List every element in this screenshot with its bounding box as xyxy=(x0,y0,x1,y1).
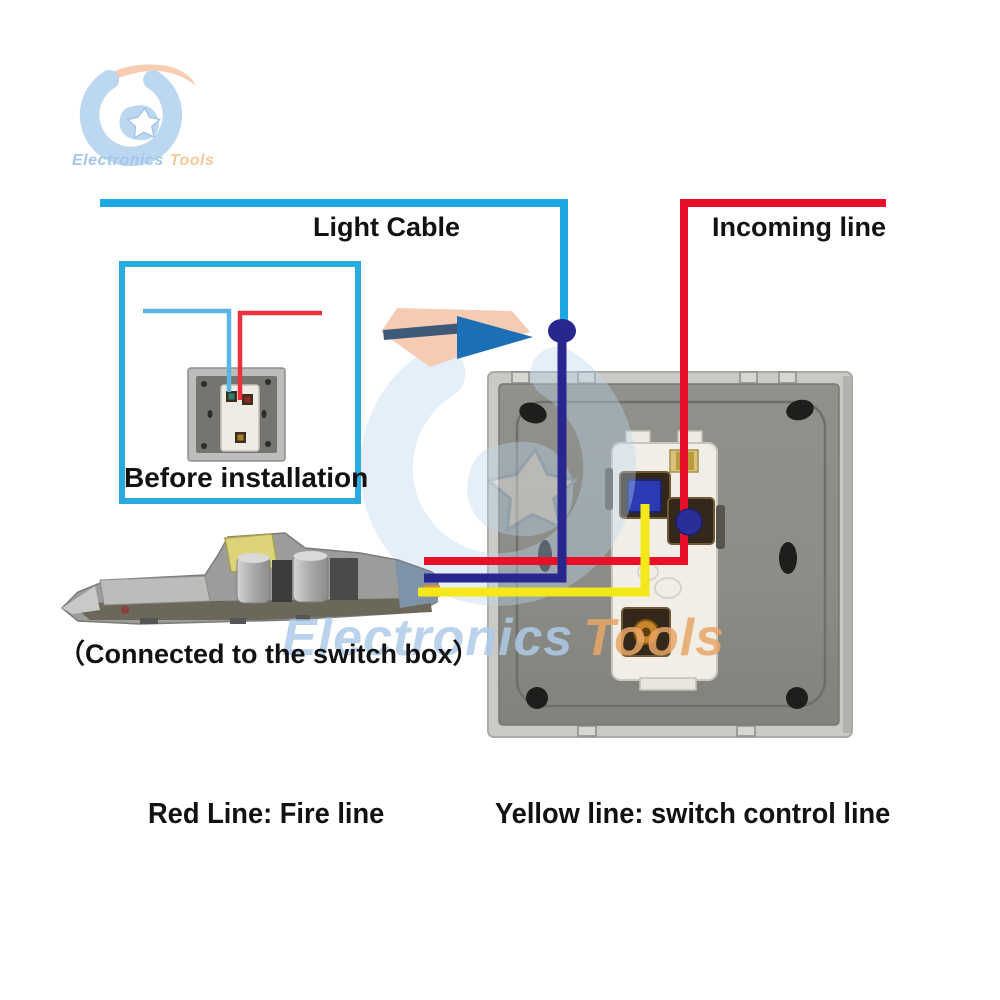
red-line-legend: Red Line: Fire line xyxy=(148,798,385,830)
before-installation-box xyxy=(119,261,361,504)
inbox-red-wire xyxy=(237,310,322,400)
neutral-navy-wire xyxy=(424,331,567,583)
watermark-tools: Tools xyxy=(583,609,726,667)
brand-logo-icon xyxy=(79,63,196,167)
right-arrow-icon xyxy=(381,308,533,367)
before-installation-label: Before installation xyxy=(124,462,369,493)
inbox-blue-wire xyxy=(143,308,232,392)
small-back-panel xyxy=(187,367,286,462)
logo-electronics: Electronics xyxy=(72,152,164,169)
light-cable-wire xyxy=(100,199,568,324)
watermark-electronics: Electronics xyxy=(282,609,574,667)
terminal-connection-dot xyxy=(675,508,703,536)
yellow-line-legend: Yellow line: switch control line xyxy=(495,798,891,830)
incoming-line-label: Incoming line xyxy=(712,212,887,242)
connected-switch-box-label: （Connected to the switch box） xyxy=(58,639,480,669)
incoming-fire-wire xyxy=(424,199,886,565)
brand-logo-text: Electronics Tools xyxy=(72,152,214,170)
logo-tools: Tools xyxy=(169,152,215,169)
main-wires xyxy=(100,199,886,597)
light-cable-label: Light Cable xyxy=(313,212,460,242)
wire-terminals xyxy=(619,471,715,657)
switch-control-yellow-wire xyxy=(418,504,650,597)
wire-junction-dot xyxy=(548,319,576,343)
